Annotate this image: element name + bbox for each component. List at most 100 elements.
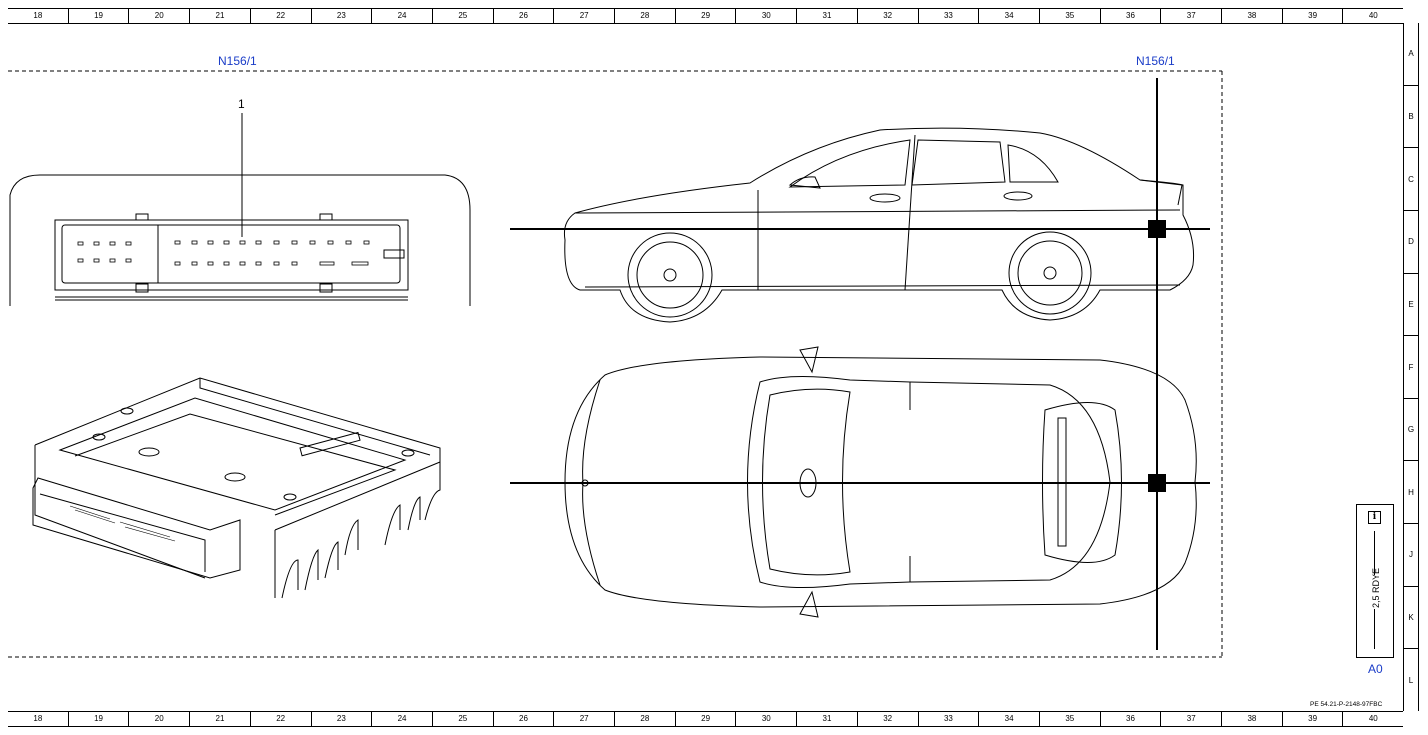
document-reference: PE 54.21-P-2148-97FBC: [1310, 701, 1383, 708]
column-label: 28: [614, 712, 675, 726]
car-side-view-drawing: [564, 127, 1194, 323]
connector-pin: [351, 261, 369, 266]
column-label: 26: [492, 712, 554, 726]
wire-spec: 2,5 RDYE: [1369, 567, 1383, 609]
connector-pin: [273, 240, 280, 245]
column-label: 25: [431, 9, 493, 23]
row-label: D: [1404, 209, 1418, 273]
column-label: 35: [1038, 712, 1100, 726]
column-label: 29: [674, 9, 736, 23]
column-label: 38: [1221, 9, 1282, 23]
connector-pin: [255, 261, 262, 266]
connector-pin: [223, 261, 230, 266]
column-label: 25: [431, 712, 493, 726]
column-label: 40: [1342, 9, 1403, 23]
column-label: 30: [735, 712, 796, 726]
column-label: 23: [310, 9, 372, 23]
component-frame: [8, 70, 1223, 658]
connector-pin: [191, 240, 198, 245]
info-icon[interactable]: i: [1368, 511, 1381, 524]
connector-pin: [93, 241, 100, 246]
column-label: 38: [1221, 712, 1282, 726]
row-label: A: [1408, 49, 1414, 59]
column-label: 27: [553, 712, 614, 726]
connector-pin: [239, 261, 246, 266]
connector-pin: [291, 240, 298, 245]
connector-pin: [93, 258, 100, 263]
column-label: 31: [796, 9, 857, 23]
connector-pin: [125, 241, 132, 246]
wire-legend: i 2,5 RDYE: [1356, 504, 1394, 658]
column-label: 24: [371, 712, 432, 726]
row-label: E: [1404, 272, 1418, 336]
locator-marker-top: [1148, 474, 1166, 492]
pin-callout: 1: [238, 97, 245, 111]
connector-pin: [109, 258, 116, 263]
connector-pin: [363, 240, 370, 245]
column-label: 21: [189, 9, 250, 23]
row-label: L: [1404, 648, 1418, 711]
column-label: 30: [735, 9, 796, 23]
row-label: K: [1404, 585, 1418, 649]
connector-pin: [273, 261, 280, 266]
connector-pin: [109, 241, 116, 246]
locator-crosshairs: [510, 78, 1210, 650]
column-label: 36: [1099, 712, 1161, 726]
connector-pin: [174, 261, 181, 266]
connector-pin: [239, 240, 246, 245]
column-label: 22: [249, 712, 311, 726]
column-label: 26: [492, 9, 554, 23]
column-label: 24: [371, 9, 432, 23]
component-label-right: N156/1: [1136, 54, 1175, 68]
column-label: 27: [553, 9, 614, 23]
column-label: 34: [978, 9, 1039, 23]
column-label: 39: [1281, 712, 1343, 726]
column-label: 39: [1281, 9, 1343, 23]
column-label: 18: [33, 714, 43, 723]
column-label: 34: [978, 712, 1039, 726]
column-label: 23: [310, 712, 372, 726]
column-label: 20: [128, 712, 189, 726]
connector-pin: [327, 240, 334, 245]
column-label: 35: [1038, 9, 1100, 23]
control-unit-drawing: [32, 377, 441, 599]
row-label: B: [1404, 84, 1418, 148]
connector-pin: [174, 240, 181, 245]
connector-pin: [191, 261, 198, 266]
column-label: 21: [189, 712, 250, 726]
connector-pin: [291, 261, 298, 266]
connector-pin: [345, 240, 352, 245]
column-label: 22: [249, 9, 311, 23]
row-label: G: [1404, 397, 1418, 461]
connector-pin: [309, 240, 316, 245]
locator-marker-side: [1148, 220, 1166, 238]
connector-pin: [77, 258, 84, 263]
row-label: F: [1404, 335, 1418, 398]
column-label: 20: [128, 9, 189, 23]
column-label: 33: [917, 712, 979, 726]
column-label: 18: [33, 11, 43, 20]
column-label: 37: [1160, 712, 1221, 726]
connector-face-drawing: [9, 113, 471, 306]
row-label: J: [1404, 523, 1418, 586]
connector-pin: [319, 261, 335, 266]
connector-pin: [77, 241, 84, 246]
column-label: 19: [67, 712, 129, 726]
column-label: 40: [1342, 712, 1403, 726]
component-label-left: N156/1: [218, 54, 257, 68]
column-label: 37: [1160, 9, 1221, 23]
column-label: 29: [674, 712, 736, 726]
column-label: 36: [1099, 9, 1161, 23]
connector-pin: [207, 240, 214, 245]
location-label: A0: [1368, 662, 1383, 676]
connector-pin: [223, 240, 230, 245]
connector-pin: [125, 258, 132, 263]
row-label: C: [1404, 147, 1418, 210]
connector-pin: [207, 261, 214, 266]
column-label: 31: [796, 712, 857, 726]
row-label: H: [1404, 460, 1418, 523]
